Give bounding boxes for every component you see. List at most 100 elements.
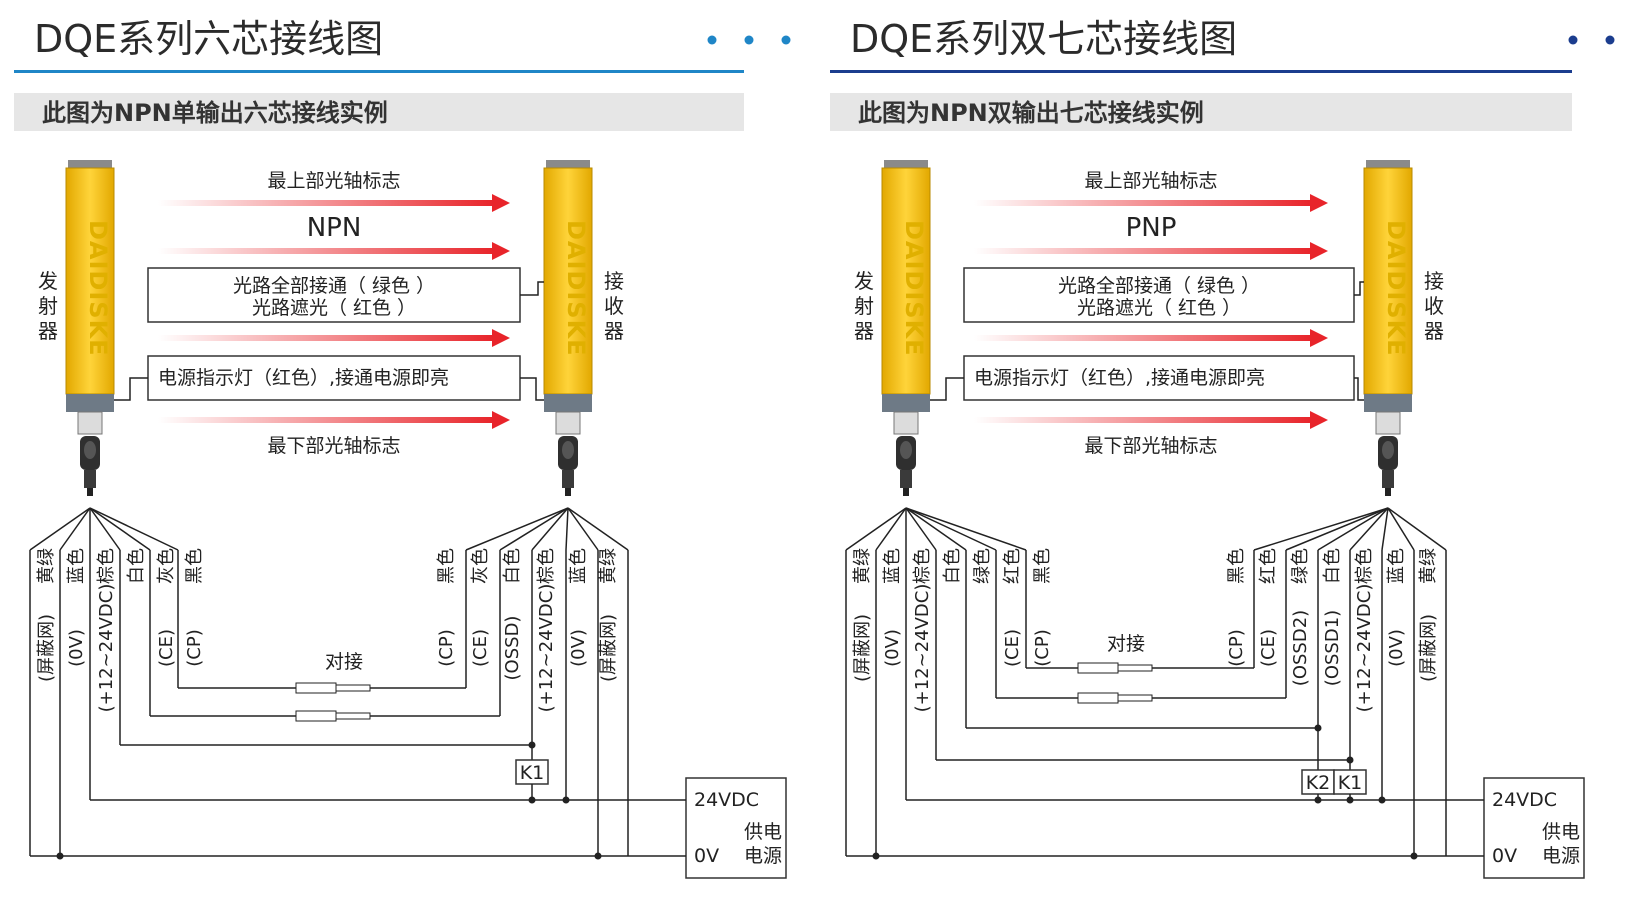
- emitter-label: 射: [38, 294, 58, 318]
- arrow-mid: [974, 335, 1312, 341]
- receiver-wire-function: (+12~24VDC): [1354, 584, 1375, 713]
- emitter-wire-color: 棕色: [912, 548, 933, 584]
- plug-connector: [335, 712, 371, 720]
- emitter-label: 发: [38, 269, 58, 293]
- receiver-wire: [565, 507, 569, 551]
- subtitle-bar: [14, 93, 744, 131]
- power-box-text: 电源指示灯（红色）,接通电源即亮: [158, 367, 449, 389]
- receiver-connector: [555, 411, 581, 435]
- emitter-plug-ring: [900, 441, 912, 459]
- receiver-wire-function: (屏蔽网): [598, 614, 619, 682]
- receiver-wire-color: 绿色: [1290, 548, 1311, 584]
- dots-icon: [707, 35, 717, 45]
- receiver-label: 收: [604, 294, 624, 318]
- emitter-wire: [29, 507, 91, 551]
- receiver-wire: [1387, 507, 1447, 551]
- junction-dot: [56, 852, 64, 860]
- power-pointer: [1354, 377, 1364, 401]
- page-title: DQE系列双七芯接线图: [850, 17, 1237, 61]
- k1-label: K1: [520, 762, 545, 784]
- bottom-axis-label: 最下部光轴标志: [267, 435, 400, 457]
- emitter-wire-color: 白色: [942, 548, 963, 584]
- emitter-wire: [905, 507, 937, 551]
- receiver-wire: [567, 507, 629, 551]
- power-supply-box: [685, 777, 787, 879]
- arrow-top-head: [1310, 194, 1328, 212]
- receiver-bottom-cap: [1364, 394, 1412, 412]
- emitter-label: 射: [854, 294, 874, 318]
- plug-connector: [1117, 664, 1153, 672]
- emitter-connector: [893, 411, 919, 435]
- emitter-wire-color: 红色: [1002, 548, 1023, 584]
- power-supply-box: [1483, 777, 1585, 879]
- supply-zero: 0V: [1492, 845, 1517, 867]
- emitter-wire: [905, 507, 1027, 551]
- plug-connector: [1117, 694, 1153, 702]
- emitter-wire-color: 灰色: [156, 548, 177, 584]
- receiver-wire-function: (OSSD2): [1290, 610, 1311, 686]
- receiver-wire-function: (OSSD): [502, 616, 523, 681]
- emitter-wire-color: 绿色: [972, 548, 993, 584]
- receiver-wire-color: 白色: [1322, 548, 1343, 584]
- receiver-cable-end: [565, 488, 571, 496]
- emitter-wire-function: (屏蔽网): [36, 614, 57, 682]
- k2-label: K2: [1306, 772, 1331, 794]
- emitter-top-cap: [68, 160, 112, 170]
- emitter-connector: [77, 411, 103, 435]
- dots-icon: [1568, 35, 1578, 45]
- arrow-bottom-head: [1310, 411, 1328, 429]
- plug-connector: [295, 710, 337, 722]
- top-axis-label: 最上部光轴标志: [1084, 170, 1217, 192]
- emitter-cable-end: [903, 488, 909, 496]
- power-box-text: 电源指示灯（红色）,接通电源即亮: [974, 367, 1265, 389]
- receiver-plug-ring: [562, 441, 574, 459]
- emitter-wire: [59, 507, 91, 551]
- emitter-wire: [845, 507, 907, 551]
- emitter-wire-function: (+12~24VDC): [912, 584, 933, 713]
- receiver-wire-function: (CP): [1226, 629, 1247, 666]
- emitter-bottom-cap: [66, 394, 114, 412]
- receiver-cable: [1382, 470, 1394, 488]
- emitter-wire-color: 棕色: [96, 548, 117, 584]
- receiver-wire: [1317, 507, 1389, 551]
- arrow-bottom: [974, 417, 1312, 423]
- receiver-connector: [1375, 411, 1401, 435]
- receiver-wire: [499, 507, 569, 551]
- emitter-top-cap: [884, 160, 928, 170]
- receiver-brand-label: DAIDISKE: [1382, 220, 1410, 357]
- receiver-wire-color: 黑色: [436, 548, 457, 584]
- arrow-mode: [158, 248, 494, 254]
- receiver-wire-color: 棕色: [536, 548, 557, 584]
- receiver-wire-function: (OSSD1): [1322, 610, 1343, 686]
- receiver-cable: [562, 470, 574, 488]
- junction-dot: [562, 796, 570, 804]
- state-pointer: [520, 281, 544, 296]
- emitter-cable: [84, 470, 96, 488]
- receiver-plug-ring: [1382, 441, 1394, 459]
- emitter-wire: [89, 507, 151, 551]
- arrow-bottom: [158, 417, 494, 423]
- supply-name: 供电: [744, 821, 782, 843]
- receiver-label: 接: [604, 269, 624, 293]
- emitter-wire-color: 蓝色: [66, 548, 87, 584]
- receiver-wire-color: 灰色: [470, 548, 491, 584]
- junction-dot: [872, 852, 880, 860]
- junction-dot: [1346, 796, 1354, 804]
- emitter-label: 发: [854, 269, 874, 293]
- receiver-wire-function: (+12~24VDC): [536, 584, 557, 713]
- emitter-wire-color: 黄绿: [36, 548, 57, 584]
- state-box-line: 光路全部接通（ 绿色 ）: [1058, 275, 1260, 297]
- receiver-label: 器: [604, 319, 624, 343]
- arrow-mode-head: [492, 242, 510, 260]
- receiver-wire-color: 黑色: [1226, 548, 1247, 584]
- receiver-label: 接: [1424, 269, 1444, 293]
- receiver-wire-function: (CE): [1258, 629, 1279, 667]
- junction-dot: [594, 852, 602, 860]
- plug-connector: [1077, 662, 1119, 674]
- title-underline: [830, 70, 1572, 73]
- subtitle-bar: [830, 93, 1572, 131]
- receiver-bottom-cap: [544, 394, 592, 412]
- receiver-label: 收: [1424, 294, 1444, 318]
- supply-name: 供电: [1542, 821, 1580, 843]
